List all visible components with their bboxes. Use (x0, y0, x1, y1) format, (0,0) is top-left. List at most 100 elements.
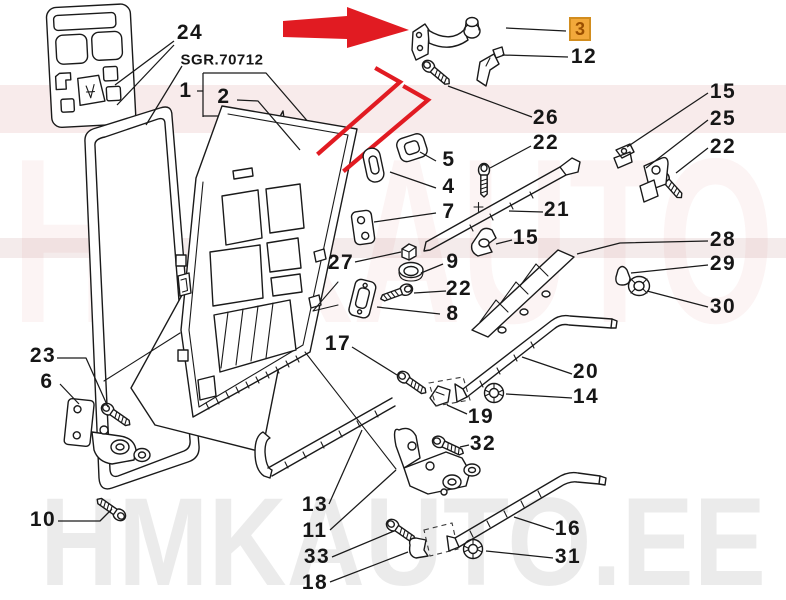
leader-line-20 (521, 356, 573, 375)
leader-line-15 (626, 92, 709, 148)
part-label-22: 22 (532, 131, 560, 154)
leader-line-16 (513, 516, 555, 531)
part-label-10: 10 (29, 508, 57, 531)
striker-8-drawing (348, 278, 377, 319)
leader-line-12 (501, 54, 569, 58)
leader-line-22 (675, 147, 709, 174)
leader-line-10 (58, 508, 113, 522)
part-label-33: 33 (303, 545, 331, 568)
leader-line-14 (505, 393, 573, 399)
part-label-11: 11 (302, 519, 328, 542)
bracket-25-drawing (639, 156, 669, 203)
leader-line-4 (389, 171, 437, 189)
leader-line-29 (630, 264, 709, 274)
leader-line-22 (413, 290, 447, 294)
part-label-27: 27 (327, 251, 355, 274)
part-label-19: 19 (467, 405, 495, 428)
part-label-6: 6 (40, 370, 54, 393)
leader-line-19 (446, 404, 468, 415)
part-label-15: 15 (512, 226, 540, 249)
clamp-15-mid-drawing (470, 227, 497, 257)
part-label-4: 4 (442, 175, 456, 198)
cap-27-drawing (401, 243, 417, 261)
bolt-17-drawing (394, 368, 430, 398)
grommet-4-drawing (362, 147, 385, 183)
part-label-1: 1 (179, 79, 193, 102)
leader-line-18 (329, 551, 409, 583)
hinge-6-assembly-drawing (63, 397, 151, 465)
leader-line-7 (373, 212, 437, 223)
part-3-upper-guide-drawing (411, 16, 481, 61)
leader-line-13 (328, 429, 363, 505)
part-label-32: 32 (469, 432, 497, 455)
leader-line-15 (495, 239, 513, 245)
leader-line-24 (116, 44, 175, 106)
leader-line-24 (114, 40, 175, 86)
leader-line-21 (508, 210, 544, 213)
part-label-5: 5 (442, 148, 456, 171)
leader-line-2 (236, 99, 301, 151)
leader-line-32 (459, 444, 470, 448)
leader-line-26 (447, 85, 533, 118)
part-label-13: 13 (301, 493, 329, 516)
leader-line-5 (419, 151, 437, 162)
part-label-31: 31 (554, 545, 582, 568)
rail-21-drawing (423, 157, 581, 252)
leader-line-27 (354, 251, 402, 263)
part-label-2: 2 (217, 85, 231, 108)
part-label-26: 26 (532, 106, 560, 129)
part-label-20: 20 (572, 360, 600, 383)
part-label-SGR.70712: SGR.70712 (180, 51, 264, 69)
leader-lines-layer (57, 27, 709, 583)
leader-line-11 (329, 469, 397, 531)
part-label-8: 8 (446, 302, 460, 325)
leader-line-30 (646, 290, 709, 308)
grommet-14-drawing (483, 382, 505, 404)
leader-line-31 (485, 550, 554, 559)
part-label-25: 25 (709, 107, 737, 130)
panel-28-drawing (471, 249, 575, 338)
grommet-5-drawing (396, 133, 428, 163)
trim-clip-icon (54, 72, 72, 91)
trim-door-icon (77, 74, 106, 107)
part-label-22: 22 (709, 135, 737, 158)
rail-13-drawing (254, 397, 396, 479)
plate-7-drawing (350, 209, 376, 246)
part-label-29: 29 (709, 252, 737, 275)
hinge-19-drawing (428, 376, 471, 407)
trim-piece-lower-icon (105, 85, 122, 102)
part-label-21: 21 (543, 198, 571, 221)
grommet-29-drawing (615, 265, 631, 286)
grommet-30-drawing (627, 275, 651, 297)
roller-carriage-11-drawing (393, 427, 481, 496)
leader-line-8 (376, 306, 441, 315)
leader-line-25 (645, 119, 709, 169)
part-label-14: 14 (572, 385, 600, 408)
part-label-7: 7 (442, 200, 456, 223)
screw-26-drawing (419, 57, 454, 89)
plug-9-drawing (398, 261, 424, 282)
part-label-23: 23 (29, 344, 57, 367)
rail-20-drawing (454, 314, 618, 403)
leader-line-22 (489, 145, 532, 169)
clip-18-drawing (408, 522, 459, 559)
part-label-12: 12 (570, 45, 598, 68)
leader-line-23 (57, 357, 109, 408)
bracket-15-right-drawing (613, 143, 635, 169)
part-label-17: 17 (324, 332, 352, 355)
part-label-28: 28 (709, 228, 737, 251)
door-frame-drawing (103, 105, 397, 470)
highlighted-part-label-3: 3 (568, 17, 592, 41)
leader-line-SGR.70712 (145, 65, 183, 126)
trim-piece-upper-icon (102, 65, 119, 82)
part-label-15: 15 (709, 80, 737, 103)
leader-line-6 (59, 383, 80, 405)
rail-16-drawing (446, 471, 607, 552)
screw-22-top-drawing (477, 162, 491, 198)
red-annotation-marks (316, 66, 432, 173)
part-label-18: 18 (301, 571, 329, 594)
part-12-clip-drawing (476, 46, 505, 87)
part-label-30: 30 (709, 295, 737, 318)
